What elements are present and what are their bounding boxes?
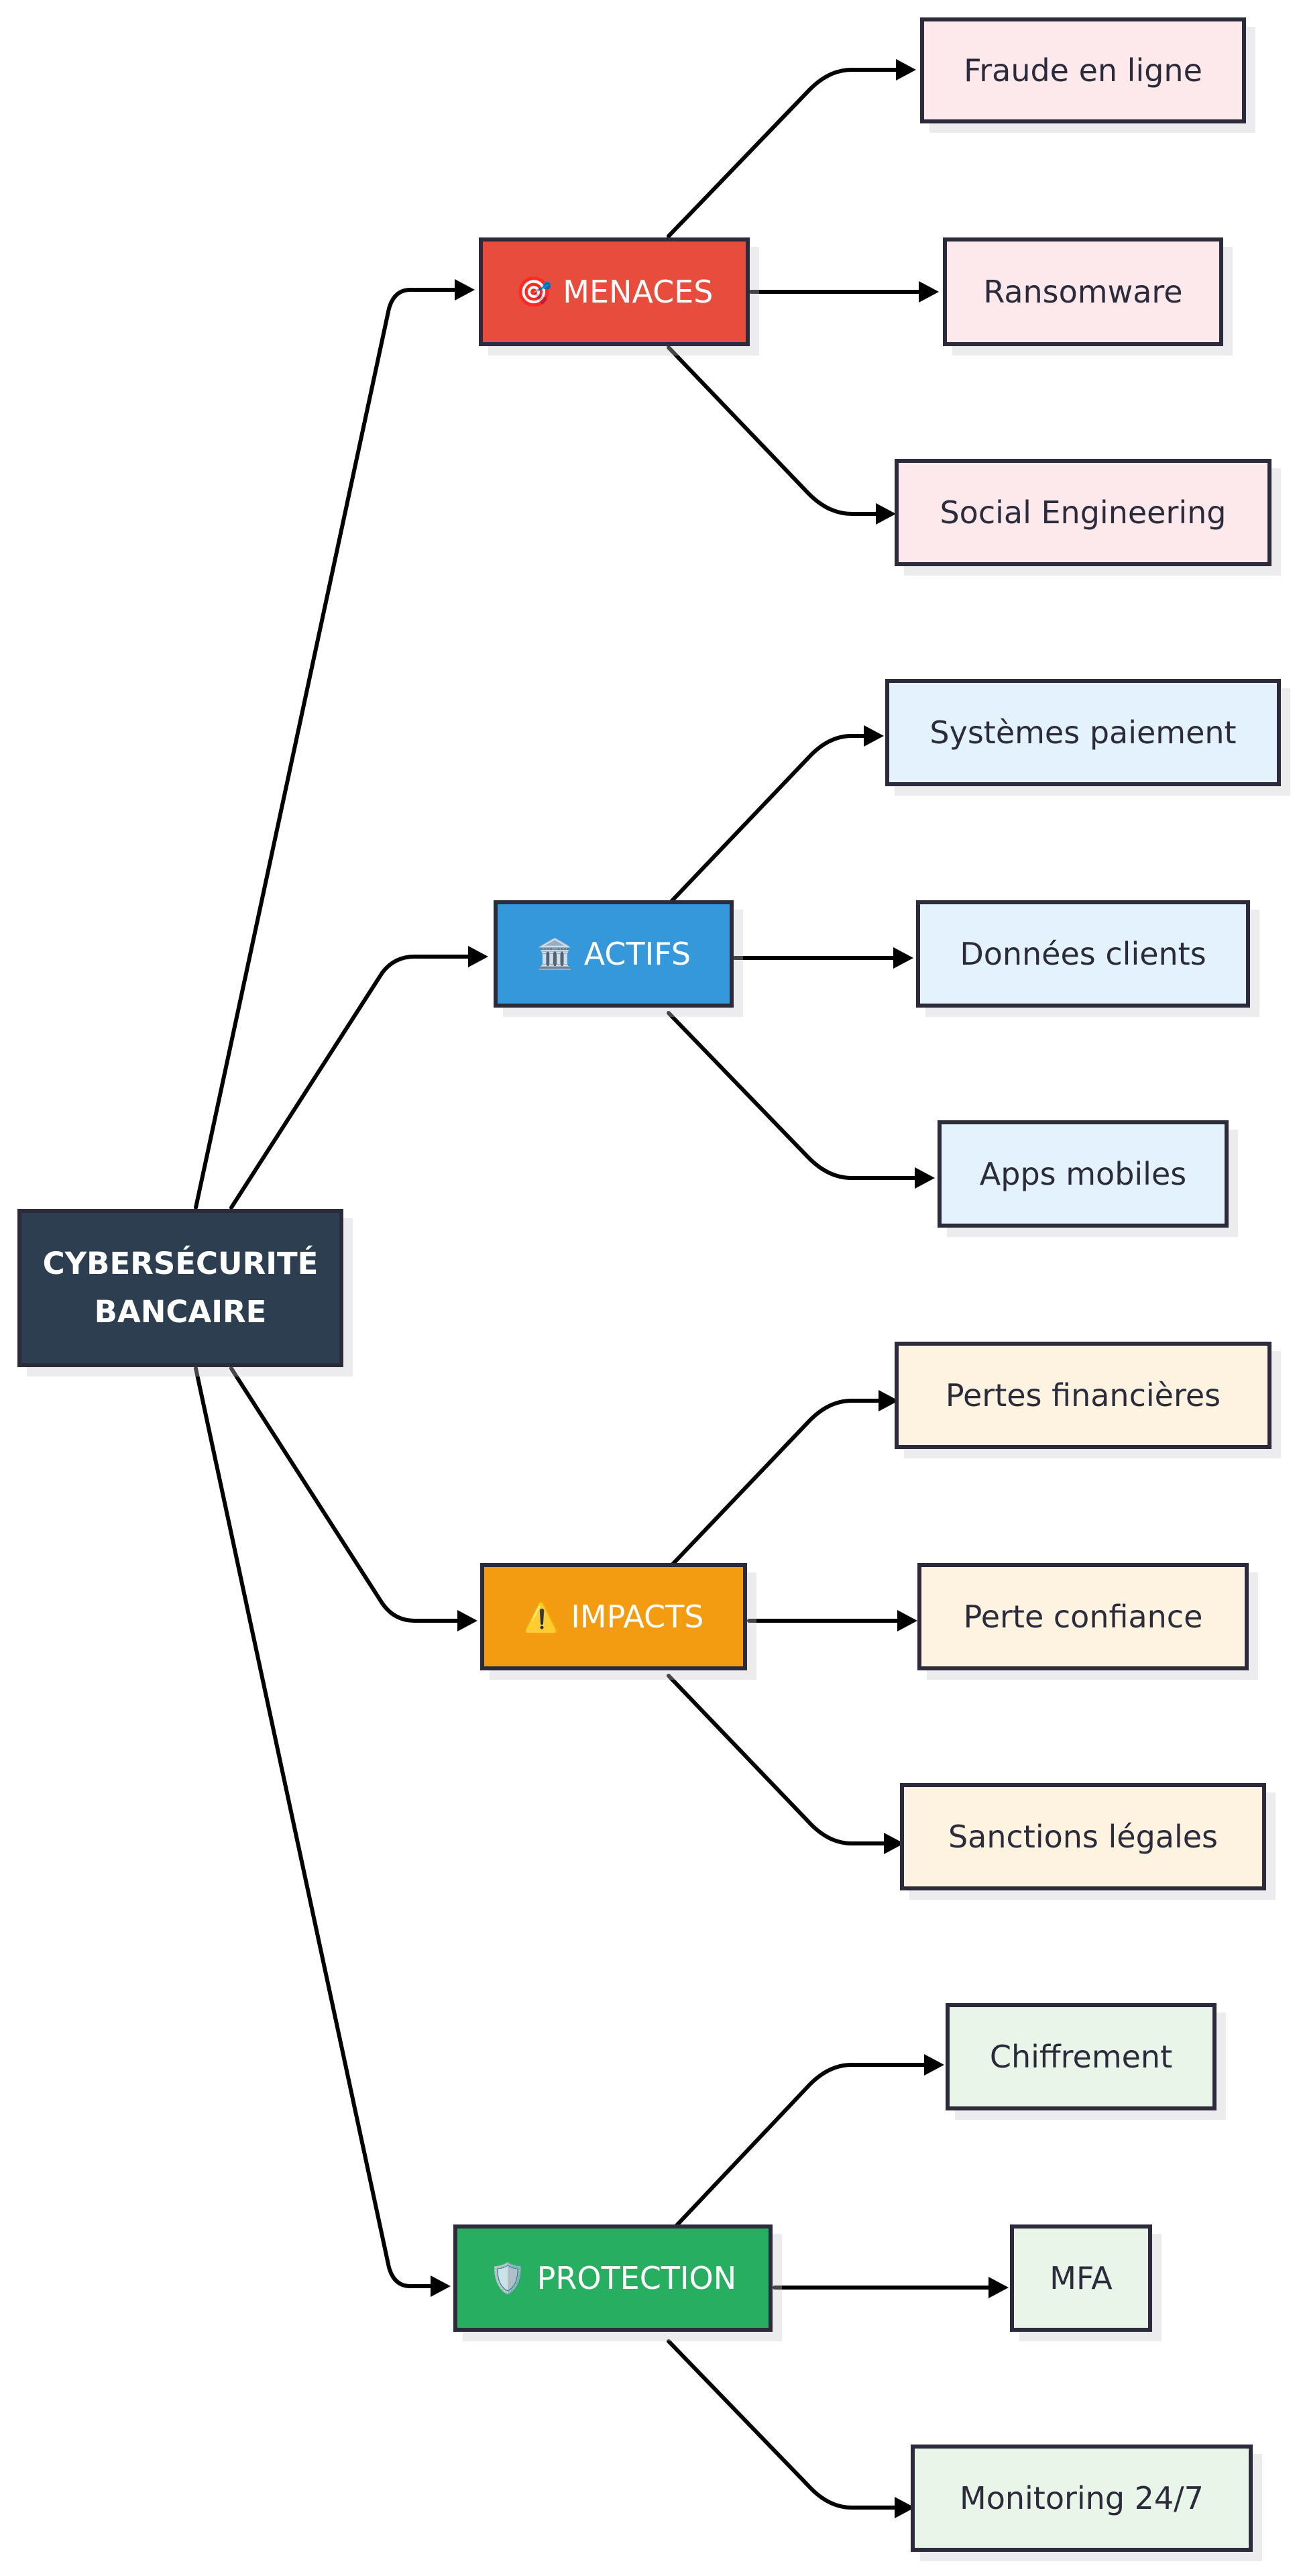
arrowhead: [876, 503, 896, 525]
edge-root-impacts: [229, 1366, 461, 1623]
leaf-label: Monitoring 24/7: [960, 2480, 1204, 2516]
edge-menaces-2: [667, 345, 879, 516]
category-impacts[interactable]: ⚠️ IMPACTS: [480, 1563, 747, 1670]
category-label: PROTECTION: [536, 2260, 737, 2296]
arrowhead: [988, 2277, 1009, 2298]
leaf-label: Sanctions légales: [948, 1819, 1219, 1855]
leaf-label: Données clients: [960, 936, 1206, 972]
leaf-label: Ransomware: [983, 274, 1183, 310]
leaf-label: MFA: [1050, 2260, 1113, 2296]
edge-menaces-0: [667, 68, 899, 238]
leaf-node[interactable]: Sanctions légales: [900, 1783, 1266, 1890]
arrowhead: [924, 2054, 944, 2076]
arrowhead: [893, 947, 913, 969]
category-menaces[interactable]: 🎯 MENACES: [479, 237, 750, 346]
leaf-label: Fraude en ligne: [964, 52, 1202, 89]
leaf-node[interactable]: Perte confiance: [917, 1563, 1249, 1670]
leaf-node[interactable]: Ransomware: [943, 237, 1223, 346]
category-protection[interactable]: 🛡️ PROTECTION: [453, 2224, 773, 2332]
arrowhead: [895, 2497, 915, 2518]
leaf-node[interactable]: Pertes financières: [895, 1342, 1271, 1449]
edge-protection-2: [667, 2339, 898, 2510]
edge-actifs-2: [667, 1011, 918, 1180]
category-label: ACTIFS: [583, 936, 691, 972]
target-icon: 🎯: [515, 275, 553, 309]
arrowhead: [884, 1833, 904, 1854]
edge-actifs-0: [667, 734, 867, 906]
warning-icon: ⚠️: [523, 1600, 561, 1634]
leaf-node[interactable]: Social Engineering: [895, 459, 1271, 566]
arrowhead: [897, 1610, 917, 1631]
shield-icon: 🛡️: [489, 2261, 526, 2296]
arrowhead: [431, 2275, 451, 2297]
leaf-label: Social Engineering: [940, 494, 1227, 531]
leaf-node[interactable]: Systèmes paiement: [885, 679, 1281, 786]
arrowhead: [457, 1610, 477, 1631]
edge-root-actifs: [229, 955, 471, 1210]
root-title-line2: BANCAIRE: [94, 1294, 267, 1330]
edge-root-menaces: [194, 288, 458, 1210]
leaf-node[interactable]: Fraude en ligne: [920, 17, 1246, 123]
root-node[interactable]: CYBERSÉCURITÉ BANCAIRE: [17, 1209, 343, 1367]
arrowhead: [864, 725, 884, 747]
edge-root-protection: [194, 1366, 434, 2288]
leaf-node[interactable]: MFA: [1010, 2224, 1152, 2332]
leaf-label: Systèmes paiement: [929, 714, 1237, 751]
leaf-label: Apps mobiles: [979, 1156, 1187, 1192]
edge-protection-0: [667, 2063, 927, 2236]
leaf-node[interactable]: Apps mobiles: [938, 1120, 1229, 1228]
leaf-node[interactable]: Données clients: [916, 900, 1250, 1008]
arrowhead: [896, 59, 916, 80]
arrowhead: [468, 946, 488, 967]
arrowhead: [455, 279, 475, 301]
root-title-line1: CYBERSÉCURITÉ: [42, 1246, 319, 1281]
leaf-label: Pertes financières: [945, 1377, 1221, 1413]
edge-impacts-2: [667, 1674, 887, 1845]
arrowhead: [919, 281, 939, 303]
leaf-node[interactable]: Monitoring 24/7: [911, 2445, 1253, 2552]
bank-icon: 🏛️: [536, 937, 573, 971]
category-label: MENACES: [563, 274, 714, 310]
arrowhead: [879, 1390, 899, 1411]
leaf-label: Perte confiance: [963, 1599, 1203, 1635]
edge-impacts-0: [667, 1399, 882, 1570]
leaf-node[interactable]: Chiffrement: [946, 2003, 1217, 2110]
leaf-label: Chiffrement: [989, 2039, 1173, 2075]
category-actifs[interactable]: 🏛️ ACTIFS: [494, 900, 734, 1008]
category-label: IMPACTS: [571, 1599, 704, 1635]
arrowhead: [915, 1167, 935, 1189]
